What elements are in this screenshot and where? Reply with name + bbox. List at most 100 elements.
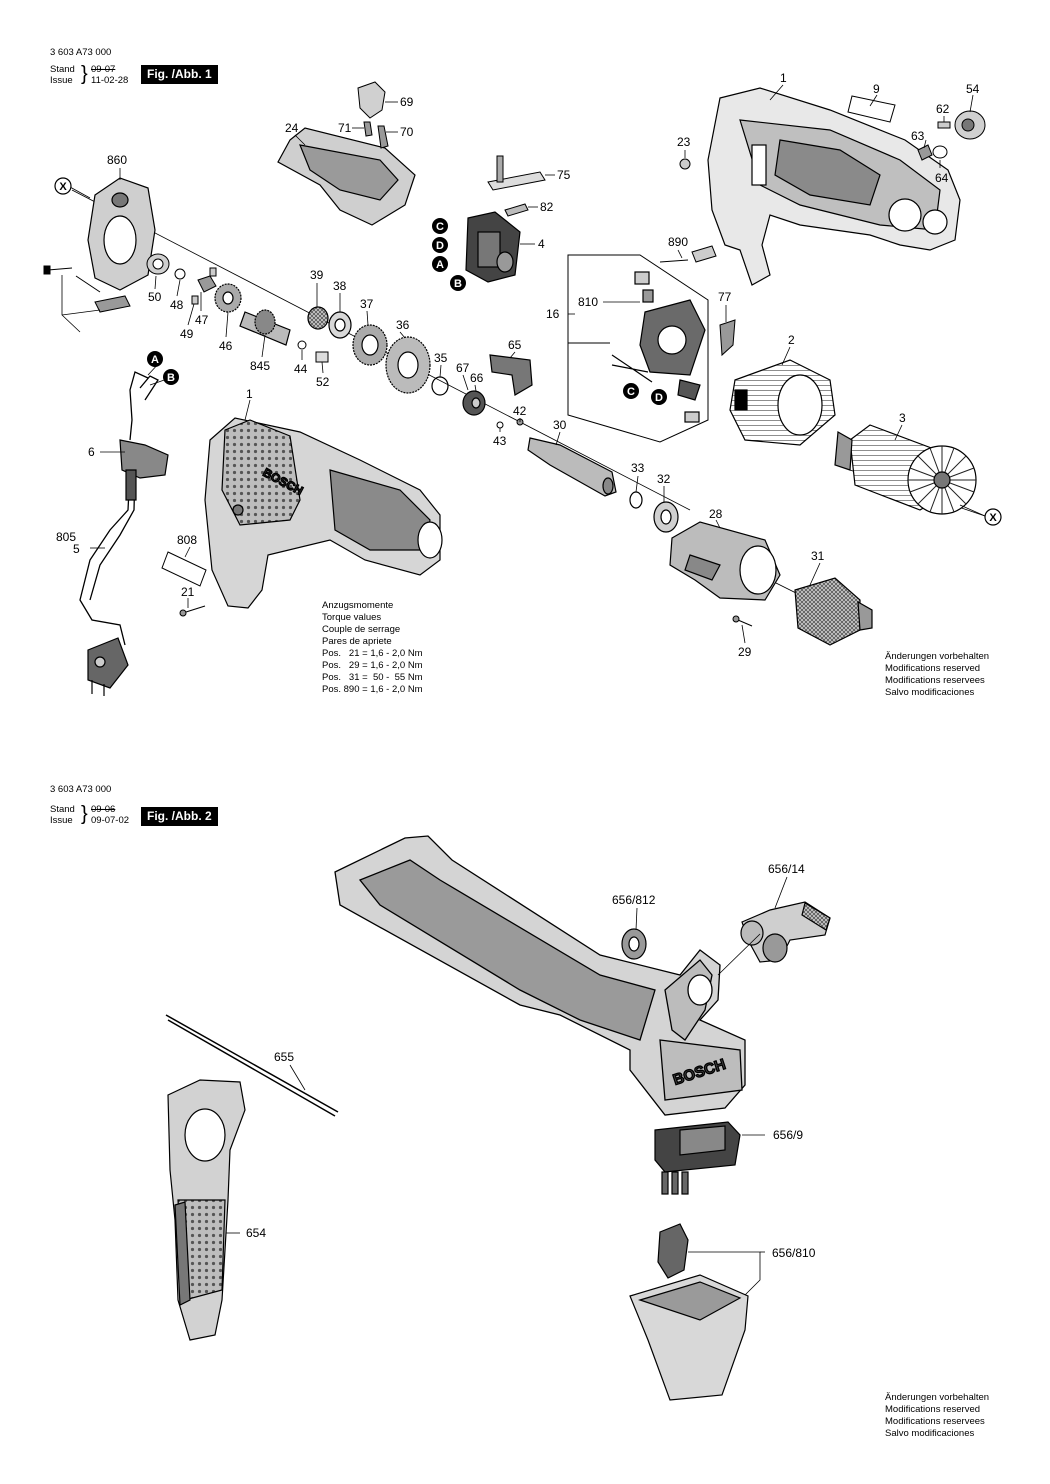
switch-ring-65 (489, 354, 533, 396)
connector-x-marker: X (984, 508, 1002, 526)
screw-29 (732, 615, 753, 627)
modifications-line: Modifications reserved (885, 663, 981, 674)
switch-4 (465, 211, 521, 283)
part-label: 655 (274, 1050, 294, 1064)
connector-d-marker: D (432, 237, 448, 253)
switch-slide-75 (487, 155, 546, 191)
modifications-line: Änderungen vorbehalten (885, 1392, 990, 1403)
small-parts-48-47-49 (174, 267, 217, 305)
part-label: 38 (333, 279, 347, 293)
small-parts-42-43 (496, 418, 524, 429)
clip-77 (719, 319, 736, 357)
gear-36 (385, 336, 431, 394)
power-cord-5 (79, 371, 159, 646)
fig1-modifications-note: Änderungen vorbehalten Modifications res… (885, 651, 989, 699)
part-label: 47 (195, 313, 209, 327)
part-label: 82 (540, 200, 554, 214)
modifications-line: Änderungen vorbehalten (885, 651, 990, 662)
torque-row: Pos. 31 = 50 - 55 Nm (322, 672, 423, 683)
part-label: 24 (285, 121, 299, 135)
part-label: 31 (811, 549, 825, 563)
part-label: 4 (538, 237, 545, 251)
torque-row: Pos. 29 = 1,6 - 2,0 Nm (322, 660, 423, 671)
connector-letter: A (436, 259, 444, 271)
fig2-stand-date: 09-06 (91, 804, 116, 815)
part-label: 37 (360, 297, 374, 311)
washer-44 (297, 340, 307, 350)
modifications-line: Modifications reservees (885, 1416, 985, 1427)
retaining-ring-33 (629, 491, 643, 509)
part-label: 75 (557, 168, 571, 182)
part-label: 71 (338, 121, 352, 135)
part-label: 42 (513, 404, 527, 418)
part-label: 54 (966, 82, 980, 96)
torque-values-block: Anzugsmomente Torque values Couple de se… (322, 600, 423, 696)
part-label: 64 (935, 171, 949, 185)
part-label: 656/812 (612, 893, 656, 907)
fig1-brace: } (81, 63, 88, 85)
label-plate-9 (847, 95, 896, 123)
connector-letter: X (989, 512, 997, 524)
part-label: 860 (107, 153, 127, 167)
modifications-line: Salvo modificaciones (885, 687, 975, 698)
ring-35 (431, 376, 449, 396)
gear-housing-28 (669, 521, 781, 601)
fig2-issue-label: Issue (50, 815, 73, 826)
part-label: 28 (709, 507, 723, 521)
connector-letter: C (627, 386, 635, 398)
plug (87, 637, 129, 696)
auxiliary-handle-654 (167, 1079, 246, 1341)
part-label: 30 (553, 418, 567, 432)
fig1-leader-lines (69, 84, 986, 644)
part-label: 32 (657, 472, 671, 486)
torque-row: Pos. 890 = 1,6 - 2,0 Nm (322, 684, 423, 695)
torque-row: Pos. 21 = 1,6 - 2,0 Nm (322, 648, 423, 659)
leader-lines-72 (61, 275, 101, 333)
needle-bearing-39 (307, 306, 329, 330)
brush-holder-outline-16 (567, 254, 709, 443)
part-label: 67 (456, 361, 470, 375)
part-label: 810 (578, 295, 598, 309)
part-label: 44 (294, 362, 308, 376)
part-label: 65 (508, 338, 522, 352)
fig1-issue-label: Issue (50, 75, 73, 86)
fig2-brace: } (81, 803, 88, 825)
depth-rod-655 (165, 1014, 339, 1117)
cam-66 (462, 390, 486, 416)
filter-656-9 (654, 1121, 741, 1195)
screw-890 (659, 245, 717, 263)
dust-box-656-810 (629, 1223, 749, 1401)
connector-d-marker: D (651, 389, 667, 405)
connector-letter: X (59, 181, 67, 193)
fig2-leader-lines (226, 876, 788, 1296)
part-label: 808 (177, 533, 197, 547)
brush-holder-810 (611, 271, 706, 423)
part-label: 63 (911, 129, 925, 143)
fig2-doc-number: 3 603 A73 000 (50, 784, 112, 795)
bearing-flange-54 (954, 110, 986, 140)
part-label: 50 (148, 290, 162, 304)
part-label: 890 (668, 235, 688, 249)
fig1-doc-number: 3 603 A73 000 (50, 47, 112, 58)
bearing-50 (146, 253, 170, 275)
connector-b-marker: B (450, 275, 466, 291)
connector-c-marker: C (432, 218, 448, 234)
connector-b-marker: B (163, 369, 179, 385)
fig2-label: Fig. /Abb. 2 (141, 807, 218, 826)
part-label: 6 (88, 445, 95, 459)
gear-37 (352, 324, 388, 366)
fig1-label: Fig. /Abb. 1 (141, 65, 218, 84)
field-coil-2 (729, 359, 836, 446)
part-label: 35 (434, 351, 448, 365)
fig1-stand-date: 09-07 (91, 64, 116, 75)
connector-letter: A (151, 354, 159, 366)
fig1-part-labels: 1 9 54 62 63 64 23 69 71 70 24 860 75 82… (56, 71, 980, 659)
connector-c-marker: C (623, 383, 639, 399)
spring-82 (504, 203, 529, 217)
part-label: 1 (246, 387, 253, 401)
bearing-38 (328, 311, 352, 339)
connector-letter: C (436, 221, 444, 233)
clamp-lever-656-14 (740, 901, 831, 963)
gear-housing-860 (87, 177, 156, 291)
